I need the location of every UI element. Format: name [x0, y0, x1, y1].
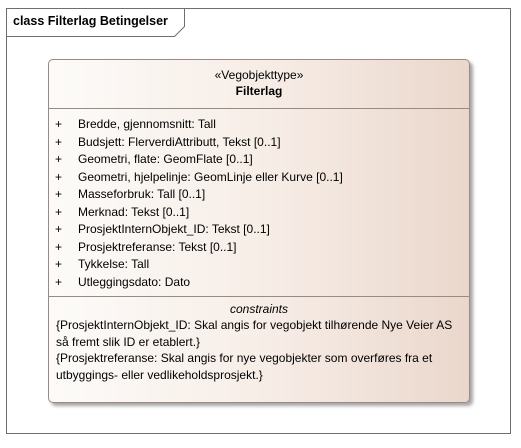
attribute-visibility: + — [55, 134, 63, 149]
attribute-row: + Merknad: Tekst [0..1] — [49, 204, 469, 222]
attribute-row: + Geometri, flate: GeomFlate [0..1] — [49, 151, 469, 169]
attribute-row: + Budsjett: FlerverdiAttributt, Tekst [0.… — [49, 134, 469, 152]
frame-title: class Filterlag Betingelser — [13, 14, 168, 28]
class-header: «Vegobjekttype» Filterlag — [49, 60, 469, 109]
class-name: Filterlag — [235, 84, 283, 98]
attribute-visibility: + — [55, 239, 63, 254]
attribute-visibility: + — [55, 169, 63, 184]
attribute-text: Prosjektreferanse: Tekst [0..1] — [78, 239, 237, 254]
attribute-row: + Masseforbruk: Tall [0..1] — [49, 186, 469, 204]
attribute-row: + Geometri, hjelpelinje: GeomLinje eller … — [49, 169, 469, 187]
attribute-visibility: + — [55, 117, 63, 131]
frame-tab-outline — [7, 9, 185, 37]
constraints-title: constraints — [229, 302, 289, 316]
class-box-filterlag[interactable]: «Vegobjekttype» Filterlag + Bredde, gjenn… — [48, 59, 470, 403]
attribute-list: + Bredde, gjennomsnitt: Tall + Budsjett: Fl… — [49, 109, 469, 297]
attribute-text: Budsjett: FlerverdiAttributt, Tekst [0..… — [78, 134, 281, 149]
attribute-visibility: + — [55, 257, 63, 271]
attribute-row: + Prosjektreferanse: Tekst [0..1] — [49, 239, 469, 257]
attribute-text: Masseforbruk: Tall [0..1] — [78, 187, 206, 201]
attribute-text: Geometri, flate: GeomFlate [0..1] — [78, 152, 253, 166]
attribute-text: Tykkelse: Tall — [78, 257, 150, 271]
class-stereotype: «Vegobjekttype» — [214, 68, 304, 82]
constraint-item: {Prosjektreferanse: Skal angis for nye v… — [56, 351, 433, 382]
attribute-visibility: + — [55, 204, 63, 219]
frame-tab: class Filterlag Betingelser — [7, 9, 187, 37]
attribute-visibility: + — [55, 274, 63, 289]
constraint-item: {ProsjektInternObjekt_ID: Skal angis for… — [56, 318, 453, 349]
attribute-row: + ProsjektInternObjekt_ID: Tekst [0..1] — [49, 221, 469, 239]
attribute-text: Utleggingsdato: Dato — [78, 274, 191, 289]
constraints-section: constraints {ProsjektInternObjekt_ID: Sk… — [49, 297, 469, 383]
attribute-text: Geometri, hjelpelinje: GeomLinje eller K… — [78, 169, 343, 184]
attribute-text: Merknad: Tekst [0..1] — [78, 204, 190, 219]
attribute-visibility: + — [55, 222, 63, 236]
attribute-row: + Bredde, gjennomsnitt: Tall — [49, 116, 469, 134]
attribute-visibility: + — [55, 187, 63, 201]
attribute-row: + Tykkelse: Tall — [49, 256, 469, 274]
attribute-text: Bredde, gjennomsnitt: Tall — [78, 117, 216, 131]
attribute-text: ProsjektInternObjekt_ID: Tekst [0..1] — [78, 222, 270, 236]
attribute-visibility: + — [55, 152, 63, 166]
attribute-row: + Utleggingsdato: Dato — [49, 274, 469, 292]
